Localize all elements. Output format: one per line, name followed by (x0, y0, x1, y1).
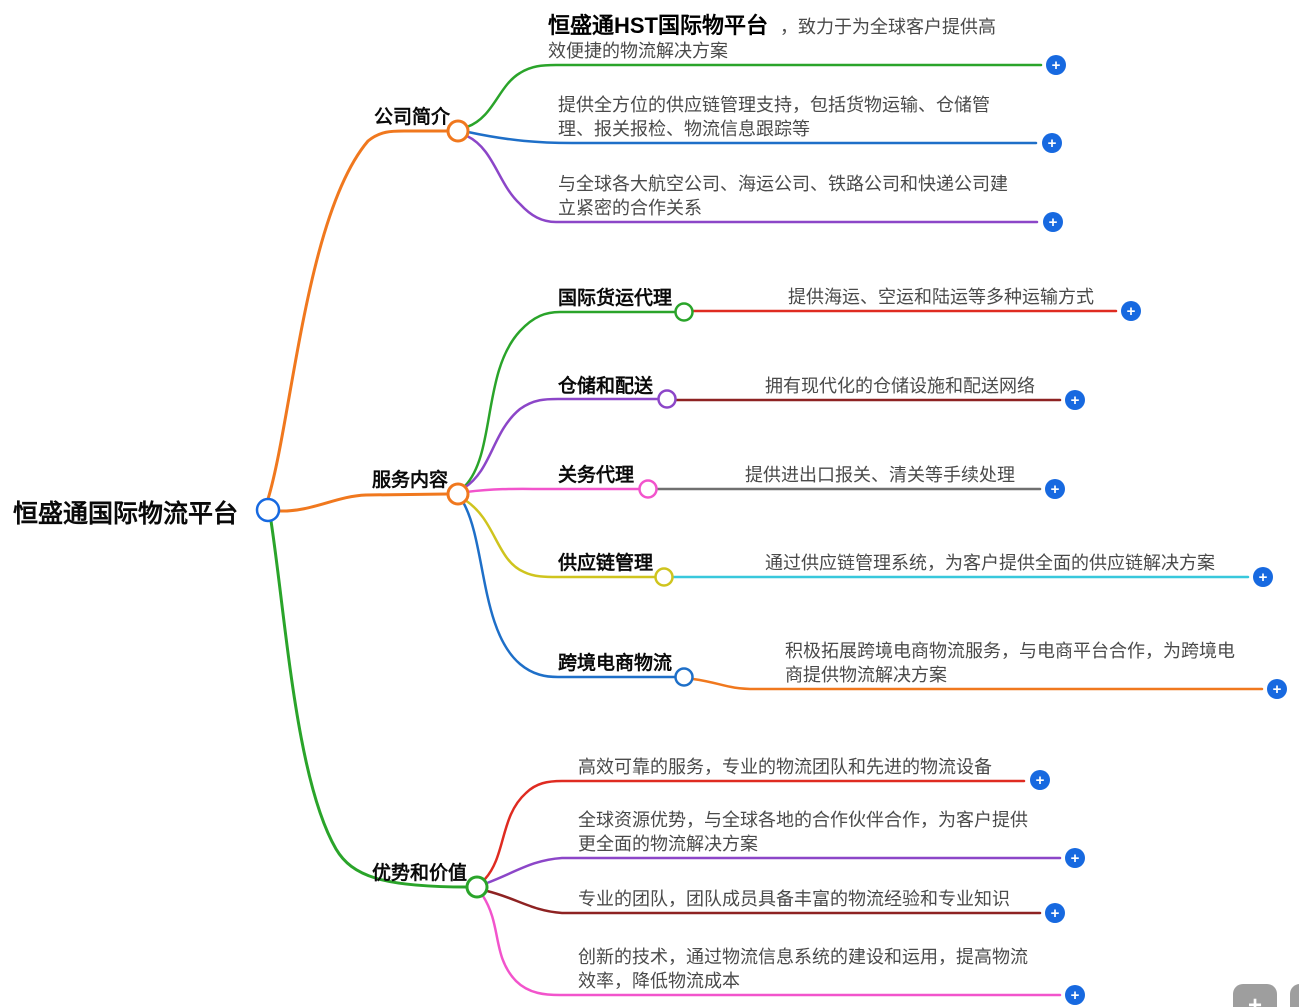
customs-node-handle[interactable] (638, 479, 658, 499)
add-node-button-company-3[interactable]: + (1043, 212, 1063, 232)
add-node-button-crossborder[interactable]: + (1267, 679, 1287, 699)
add-node-button-customs[interactable]: + (1045, 479, 1065, 499)
plus-icon: + (1258, 568, 1268, 586)
leaf-supply-support[interactable]: 提供全方位的供应链管理支持，包括货物运输、仓储管理、报关报检、物流信息跟踪等 (558, 95, 990, 139)
plus-icon: + (1047, 134, 1057, 152)
root-topic[interactable]: 恒盛通国际物流平台 (13, 500, 239, 528)
zoom-in-button[interactable]: + (1233, 984, 1277, 1007)
topic-supply-chain[interactable]: 供应链管理 (558, 553, 654, 574)
leaf-company-slogan-text: ，致力于为全球客户提供高效便捷的物流解决方案 (548, 17, 997, 61)
topic-customs[interactable]: 关务代理 (558, 465, 635, 486)
edge-services-customs (464, 487, 641, 494)
add-node-button-advantage-2[interactable]: + (1065, 848, 1085, 868)
leaf-company-slogan-title: 恒盛通HST国际物平台 (548, 13, 769, 38)
advantages-node-handle[interactable] (465, 875, 489, 899)
add-node-button-supply-chain[interactable]: + (1253, 567, 1273, 587)
plus-icon: + (1070, 391, 1080, 409)
plus-icon: + (1070, 986, 1080, 1004)
floating-button[interactable] (1290, 984, 1299, 1007)
add-node-button-warehouse[interactable]: + (1065, 390, 1085, 410)
leaf-partnerships[interactable]: 与全球各大航空公司、海运公司、铁路公司和快递公司建立紧密的合作关系 (558, 174, 1008, 218)
edge-services-freight (463, 310, 677, 488)
leaf-professional-team[interactable]: 专业的团队，团队成员具备丰富的物流经验和专业知识 (578, 889, 1010, 909)
add-node-button-freight[interactable]: + (1121, 301, 1141, 321)
company-intro-node-handle[interactable] (446, 119, 470, 143)
plus-icon: + (1048, 213, 1058, 231)
add-node-button-company-1[interactable]: + (1046, 55, 1066, 75)
edge-company-intro-leaf-3 (465, 134, 1039, 224)
leaf-freight-detail[interactable]: 提供海运、空运和陆运等多种运输方式 (788, 287, 1094, 307)
leaf-innovative-tech[interactable]: 创新的技术，通过物流信息系统的建设和运用，提高物流效率，降低物流成本 (578, 947, 1028, 991)
edge-advantages-leaf-3 (485, 889, 1042, 915)
topic-company-intro[interactable]: 公司简介 (374, 107, 451, 128)
plus-icon: + (1050, 904, 1060, 922)
edge-crossborder-leaf (691, 677, 1264, 691)
leaf-company-slogan[interactable]: 恒盛通HST国际物平台，致力于为全球客户提供高效便捷的物流解决方案 (548, 14, 998, 63)
leaf-reliable-service[interactable]: 高效可靠的服务，专业的物流团队和先进的物流设备 (578, 757, 992, 777)
plus-icon: + (1070, 849, 1080, 867)
add-node-button-advantage-3[interactable]: + (1045, 903, 1065, 923)
freight-node-handle[interactable] (674, 302, 694, 322)
topic-advantages[interactable]: 优势和价值 (372, 863, 468, 884)
supply-chain-node-handle[interactable] (654, 567, 674, 587)
edge-services-supply-chain (463, 498, 657, 579)
edge-advantages-leaf-4 (481, 894, 1062, 997)
branch-line-services (277, 492, 450, 513)
plus-icon: + (1126, 302, 1136, 320)
edge-services-warehouse (462, 397, 660, 490)
leaf-crossborder-detail[interactable]: 积极拓展跨境电商物流服务，与电商平台合作，为跨境电商提供物流解决方案 (785, 641, 1235, 685)
leaf-global-resources[interactable]: 全球资源优势，与全球各地的合作伙伴合作，为客户提供更全面的物流解决方案 (578, 810, 1028, 854)
leaf-supply-chain-detail[interactable]: 通过供应链管理系统，为客户提供全面的供应链解决方案 (765, 553, 1215, 573)
topic-warehouse[interactable]: 仓储和配送 (558, 376, 654, 397)
leaf-customs-detail[interactable]: 提供进出口报关、清关等手续处理 (745, 465, 1015, 485)
plus-icon: + (1247, 992, 1262, 1007)
edge-advantages-leaf-1 (483, 779, 1026, 881)
add-node-button-company-2[interactable]: + (1042, 133, 1062, 153)
leaf-warehouse-detail[interactable]: 拥有现代化的仓储设施和配送网络 (765, 376, 1035, 396)
edge-services-crossborder (461, 500, 677, 679)
topic-crossborder[interactable]: 跨境电商物流 (558, 653, 673, 674)
edge-advantages-leaf-2 (485, 856, 1062, 885)
add-node-button-advantage-1[interactable]: + (1030, 770, 1050, 790)
branch-line-advantages (269, 519, 469, 889)
topic-freight[interactable]: 国际货运代理 (558, 288, 673, 309)
edge-company-intro-leaf-2 (466, 130, 1038, 145)
services-node-handle[interactable] (446, 482, 470, 506)
plus-icon: + (1051, 56, 1061, 74)
warehouse-node-handle[interactable] (657, 389, 677, 409)
plus-icon: + (1050, 480, 1060, 498)
root-node-handle[interactable] (255, 497, 281, 523)
topic-services[interactable]: 服务内容 (372, 470, 449, 491)
plus-icon: + (1035, 771, 1045, 789)
add-node-button-advantage-4[interactable]: + (1065, 985, 1085, 1005)
branch-line-company-intro (266, 129, 450, 501)
plus-icon: + (1272, 680, 1282, 698)
crossborder-node-handle[interactable] (674, 667, 694, 687)
edge-company-intro-leaf-1 (465, 63, 1043, 129)
